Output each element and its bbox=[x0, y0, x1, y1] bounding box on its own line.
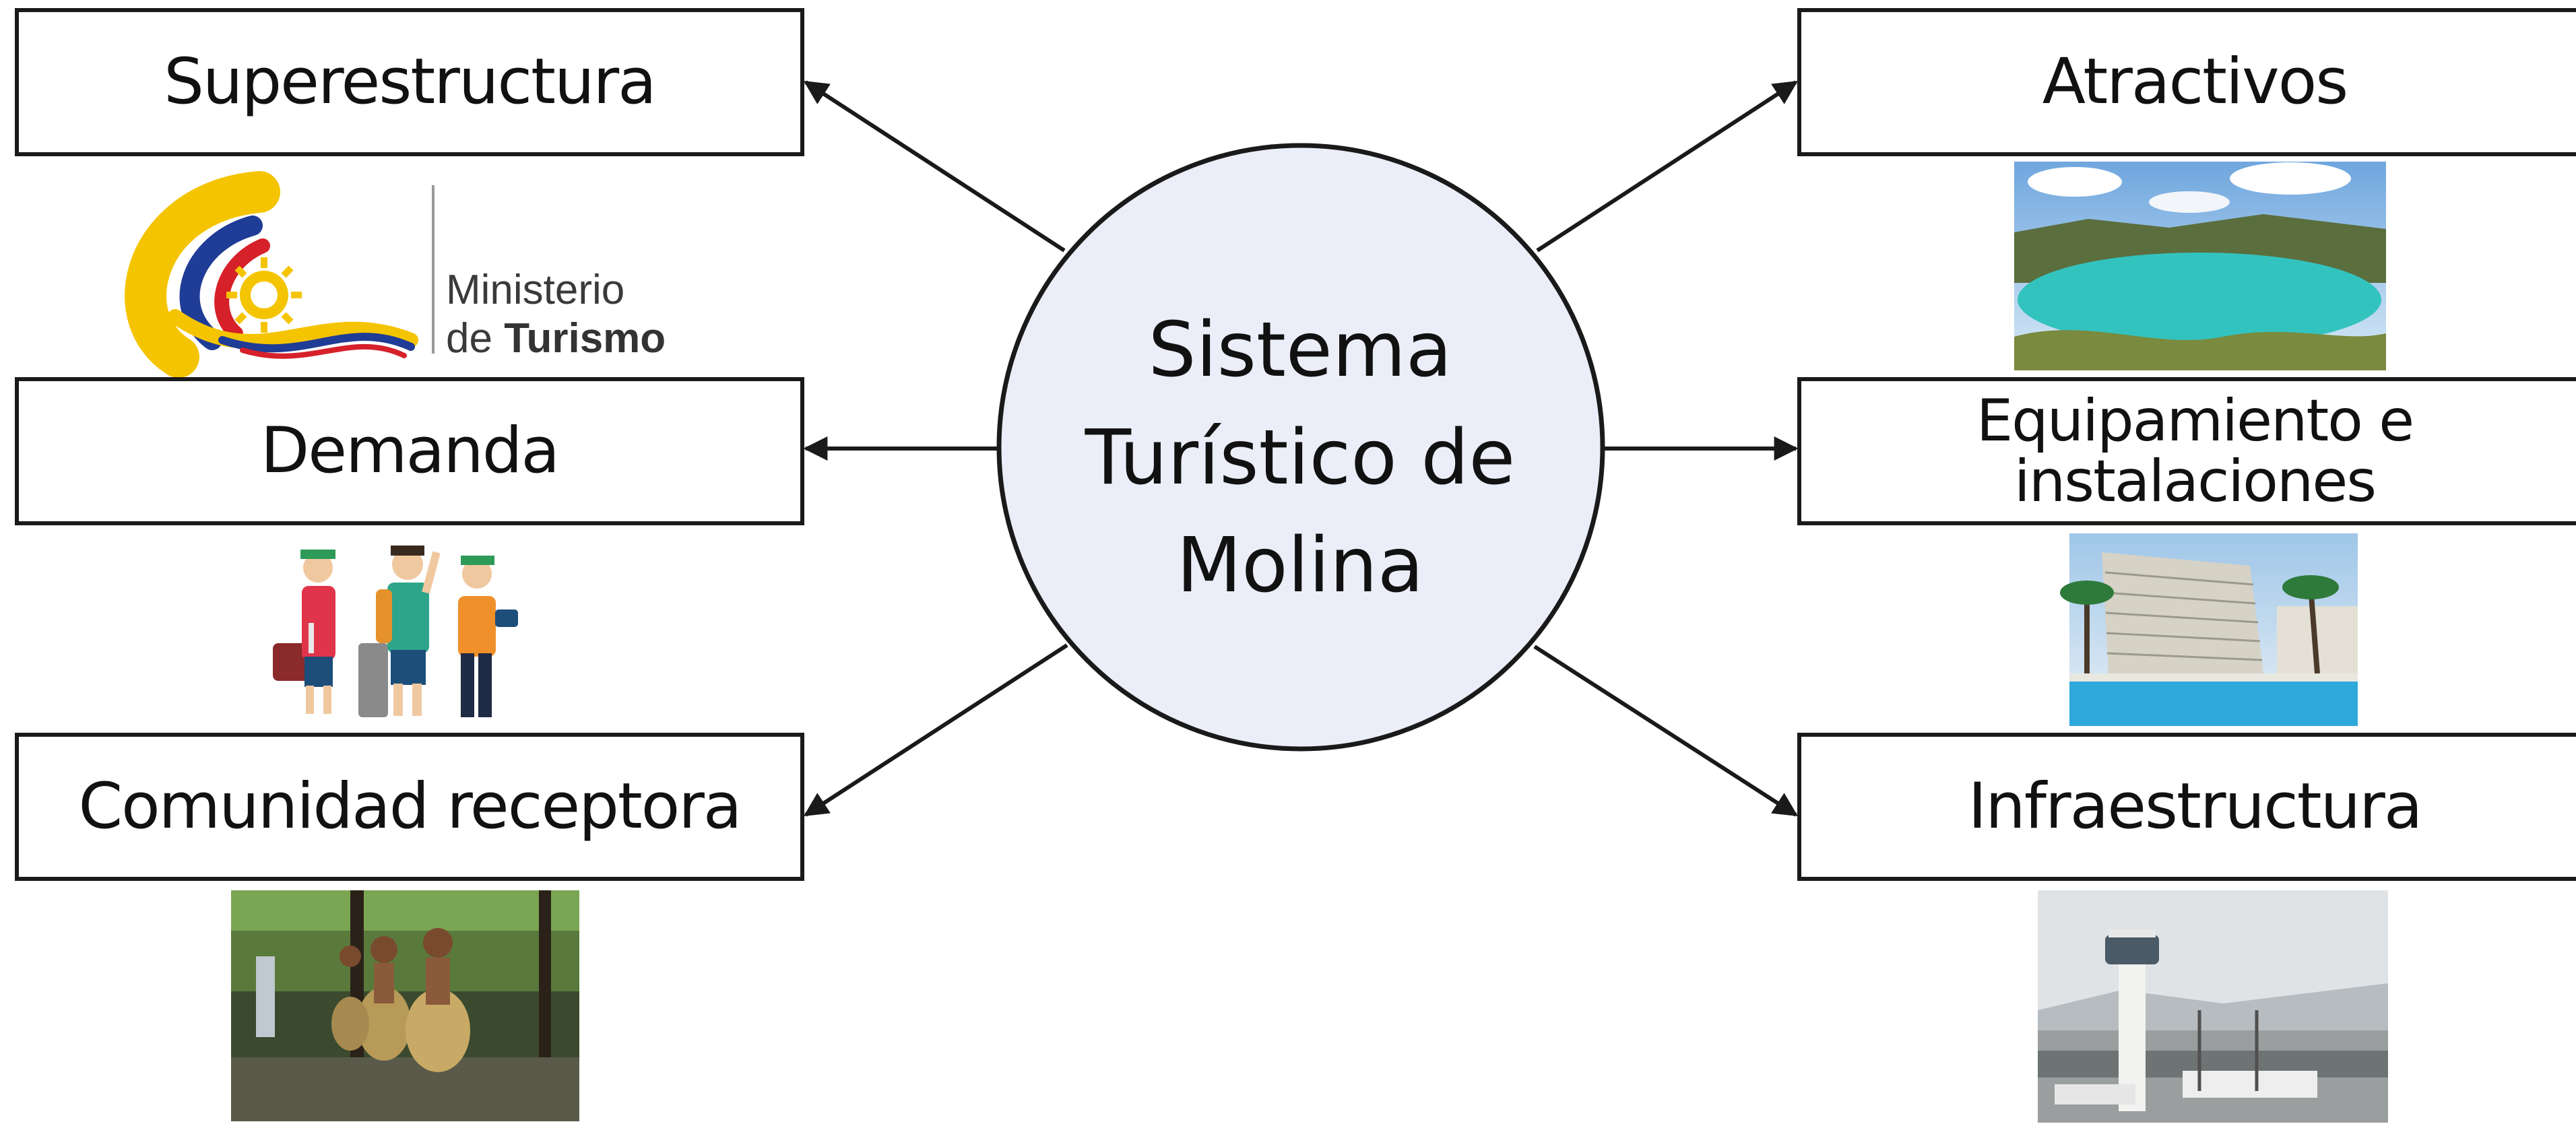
node-demanda: Demanda bbox=[15, 377, 804, 525]
center-title-line-3: Molina bbox=[1176, 522, 1424, 609]
node-superestructura-label: Superestructura bbox=[164, 44, 657, 119]
equipamiento-photo bbox=[2060, 533, 2358, 726]
logo-text-line1: Ministerio bbox=[446, 267, 625, 313]
arrow-to-infraestructura bbox=[1533, 644, 1799, 817]
node-atractivos: Atractivos bbox=[1797, 8, 2576, 156]
logo-text-prefix: de bbox=[446, 315, 492, 362]
center-title-line-2: Turístico de bbox=[1085, 414, 1516, 502]
node-infraestructura-label: Infraestructura bbox=[1968, 769, 2423, 843]
center-circle bbox=[996, 143, 1605, 752]
tourists-illustration bbox=[273, 546, 518, 717]
infraestructura-photo bbox=[2038, 890, 2388, 1123]
arrows bbox=[803, 80, 1799, 817]
node-equipamiento-text: Equipamiento e instalaciones bbox=[1976, 387, 2414, 515]
logo-text-strong: Turismo bbox=[504, 315, 666, 362]
atractivos-photo bbox=[2014, 162, 2386, 370]
node-equipamiento-line-2: instalaciones bbox=[2014, 448, 2377, 515]
node-superestructura: Superestructura bbox=[15, 8, 804, 156]
comunidad-photo bbox=[231, 890, 579, 1121]
ministerio-turismo-logo bbox=[125, 171, 434, 378]
node-comunidad-receptora: Comunidad receptora bbox=[15, 733, 804, 881]
node-infraestructura: Infraestructura bbox=[1797, 733, 2576, 881]
node-equipamiento: Equipamiento e instalaciones bbox=[1797, 377, 2576, 525]
arrow-to-atractivos bbox=[1536, 80, 1799, 253]
node-demanda-label: Demanda bbox=[260, 414, 560, 488]
node-atractivos-label: Atractivos bbox=[2042, 44, 2349, 119]
center-title: Sistema Turístico de Molina bbox=[1001, 296, 1599, 620]
arrow-to-superestructura bbox=[803, 80, 1066, 253]
arrow-to-comunidad bbox=[803, 643, 1068, 817]
logo-text-line2: de Turismo bbox=[446, 315, 666, 363]
logo-text: Ministerio de Turismo bbox=[446, 266, 666, 363]
node-comunidad-receptora-label: Comunidad receptora bbox=[78, 769, 742, 843]
center-title-line-1: Sistema bbox=[1148, 306, 1452, 394]
node-equipamiento-line-1: Equipamiento e bbox=[1976, 387, 2414, 455]
